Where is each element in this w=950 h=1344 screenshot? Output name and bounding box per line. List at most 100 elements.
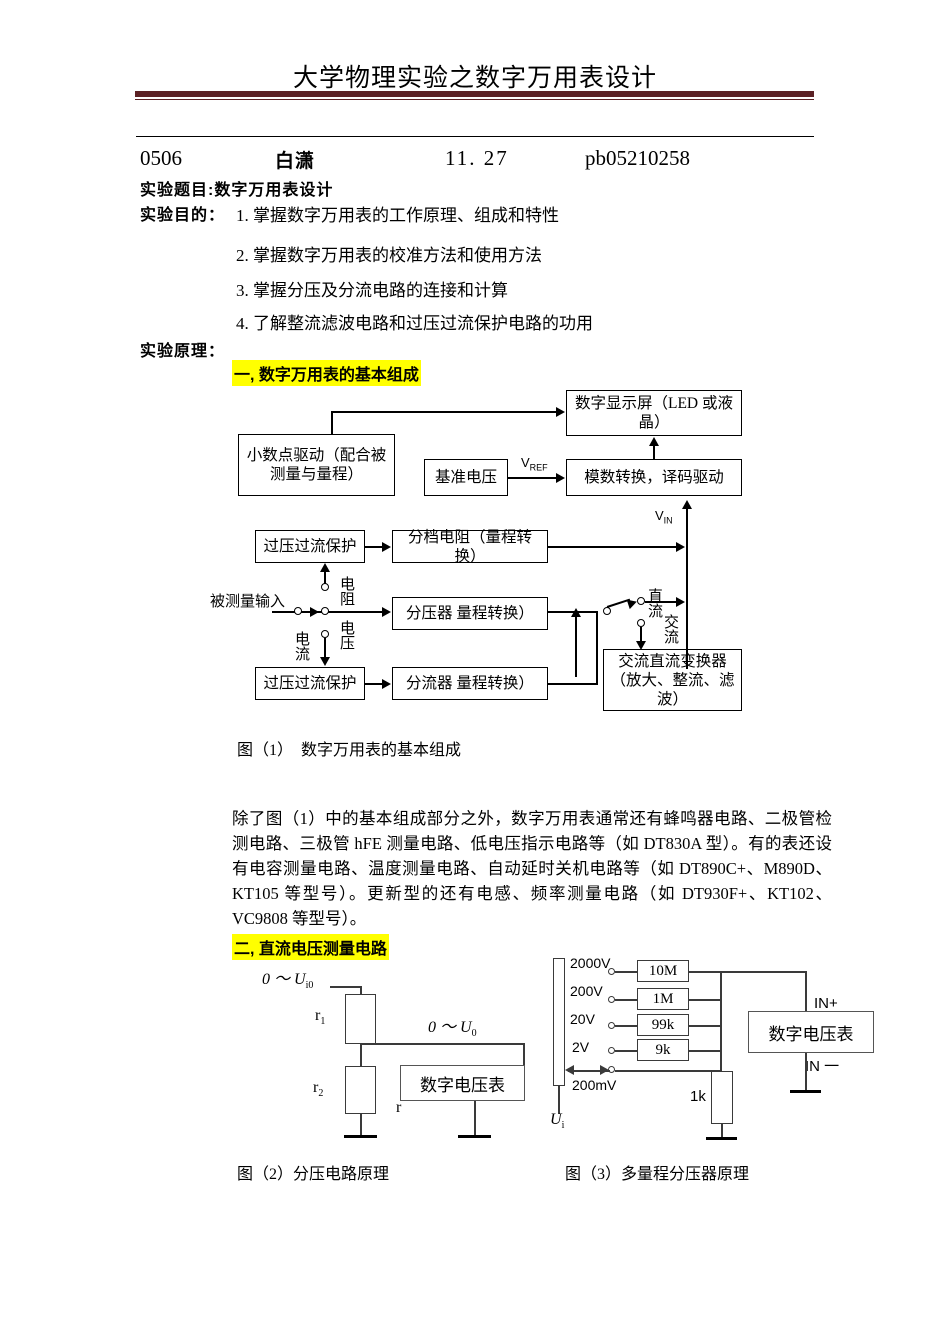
- resistor-r2: [345, 1066, 376, 1114]
- subheader-rule: [136, 136, 814, 137]
- tap-node-20v: [608, 1022, 615, 1029]
- wire-fig2-top: [330, 986, 362, 988]
- source-bar: [553, 958, 565, 1086]
- wire-switch-cur: [324, 638, 326, 658]
- info-number: 0506: [140, 146, 182, 170]
- wire-vin-bus: [686, 509, 688, 669]
- box-voltage-divider: 分压器 量程转换）: [392, 597, 548, 630]
- wire-shunt-out: [548, 683, 598, 685]
- purpose-label: 实验目的：: [140, 207, 226, 224]
- label-in-plus: IN+: [814, 995, 838, 1012]
- wire-prot-shunt: [365, 683, 382, 685]
- resistor-9k: 9k: [637, 1039, 689, 1061]
- info-name: 白潇: [275, 151, 316, 172]
- label-fig2-meter-r: r: [396, 1099, 402, 1116]
- objective-item: 4. 了解整流滤波电路和过压过流保护电路的功用: [236, 314, 593, 333]
- wire-prot-range: [365, 546, 382, 548]
- box-reference-voltage: 基准电压: [424, 459, 508, 496]
- label-r2-sub: 2: [318, 1088, 324, 1100]
- wire-decimal-right: [331, 411, 557, 413]
- label-vref-text: V: [521, 455, 530, 470]
- range-label: 200V: [570, 983, 603, 999]
- label-1k: 1k: [690, 1088, 706, 1105]
- arrow-200mv-left: [565, 1065, 574, 1075]
- label-source-text: U: [550, 1111, 562, 1128]
- box-ac-dc-converter: 交流直流变换器（放大、整流、滤波）: [603, 649, 742, 711]
- label-vin-text: V: [655, 508, 664, 523]
- box-adc-decoder: 模数转换，译码驱动: [566, 459, 742, 496]
- label-r1-text: r: [315, 1007, 321, 1024]
- header-rule-thin: [135, 99, 814, 100]
- wire-fig2-meter-gnd: [474, 1101, 476, 1135]
- wire-decimal-up: [331, 411, 333, 435]
- wire-200mv-bus: [615, 1070, 721, 1072]
- label-fig2-input-sub: i0: [305, 980, 314, 992]
- range-label: 2V: [572, 1039, 590, 1055]
- label-switch-voltage: 电压: [340, 621, 356, 652]
- label-source-sub: i: [561, 1120, 565, 1132]
- label-r2: r2: [313, 1080, 323, 1102]
- arrow-switch-res: [320, 563, 330, 572]
- label-fig2-output: 0 ～ U0: [428, 1020, 477, 1042]
- wire-tap-1m: [615, 999, 637, 1001]
- figure3-caption: 图（3）多量程分压器原理: [565, 1166, 750, 1183]
- wire-9k-bus: [689, 1050, 721, 1052]
- arrow-switch-cur: [320, 657, 330, 666]
- wire-10m-bus: [689, 971, 721, 973]
- node-switch-resistance: [321, 583, 329, 591]
- figure2-caption: 图（2）分压电路原理: [237, 1166, 390, 1183]
- arrow-prot-range: [382, 542, 391, 552]
- range-label: 20V: [570, 1011, 595, 1027]
- label-fig2-input: 0 ～ Ui0: [262, 972, 313, 994]
- arrow-ac-down: [636, 641, 646, 650]
- wire-bus-to-meter: [720, 971, 806, 973]
- resistor-r1: [345, 994, 376, 1044]
- arrow-adc-display: [649, 437, 659, 446]
- info-date: 11. 27: [445, 146, 509, 170]
- node-selector-ac: [637, 619, 645, 627]
- arrow-range-vin: [676, 542, 685, 552]
- experiment-title-label: 实验题目:数字万用表设计: [140, 182, 334, 199]
- label-selector-ac: 交流: [664, 615, 680, 646]
- wire-range-vin: [548, 546, 676, 548]
- range-label: 200mV: [572, 1077, 617, 1093]
- wire-fig2-meter-drop: [523, 1043, 525, 1065]
- tap-node-200v: [608, 996, 615, 1003]
- section-heading-1: 一, 数字万用表的基本组成: [232, 360, 421, 386]
- objective-item: 2. 掌握数字万用表的校准方法和使用方法: [236, 246, 542, 265]
- wire-200mv-arrow: [568, 1070, 610, 1072]
- wire-tap-10m: [615, 971, 637, 973]
- wire-dc-to-vin: [645, 601, 676, 603]
- box-digital-voltmeter-fig3: 数字电压表: [748, 1011, 874, 1053]
- box-digital-voltmeter-fig2: 数字电压表: [400, 1065, 525, 1101]
- wire-vertical-bus: [720, 971, 722, 1071]
- wire-fig2-mid-v2: [360, 1043, 362, 1065]
- label-in-minus: IN 一: [805, 1058, 840, 1075]
- wire-vref: [508, 477, 556, 479]
- wire-fig2-mid-h: [360, 1043, 524, 1045]
- label-source-ui: Ui: [550, 1112, 564, 1134]
- wire-1k-gnd: [721, 1124, 723, 1138]
- resistor-99k: 99k: [637, 1014, 689, 1036]
- arrow-vref: [556, 473, 565, 483]
- principle-label: 实验原理：: [140, 343, 226, 360]
- node-switch-voltage: [321, 607, 329, 615]
- wire-tap-99k: [615, 1025, 637, 1027]
- label-vin-sub: IN: [663, 515, 673, 526]
- label-selector-dc: 直流: [648, 589, 664, 620]
- box-current-shunt: 分流器 量程转换）: [392, 667, 548, 700]
- wire-adc-display: [653, 446, 655, 460]
- label-fig2-input-text: 0 ～ U: [262, 971, 306, 988]
- wire-fig2-r2-gnd: [360, 1114, 362, 1136]
- wire-join-div-shunt: [596, 611, 598, 683]
- wire-fig2-top-drop: [360, 986, 362, 994]
- resistor-1m: 1M: [637, 988, 689, 1010]
- header-rule-thick: [135, 91, 814, 97]
- label-switch-resistance: 电阻: [340, 577, 356, 608]
- student-info-row: 0506 白潇 11. 27 pb05210258: [140, 146, 820, 172]
- tap-node-2v: [608, 1047, 615, 1054]
- tap-node-2000v: [608, 968, 615, 975]
- wire-99k-bus: [689, 1025, 721, 1027]
- label-fig2-output-sub: 0: [471, 1028, 477, 1040]
